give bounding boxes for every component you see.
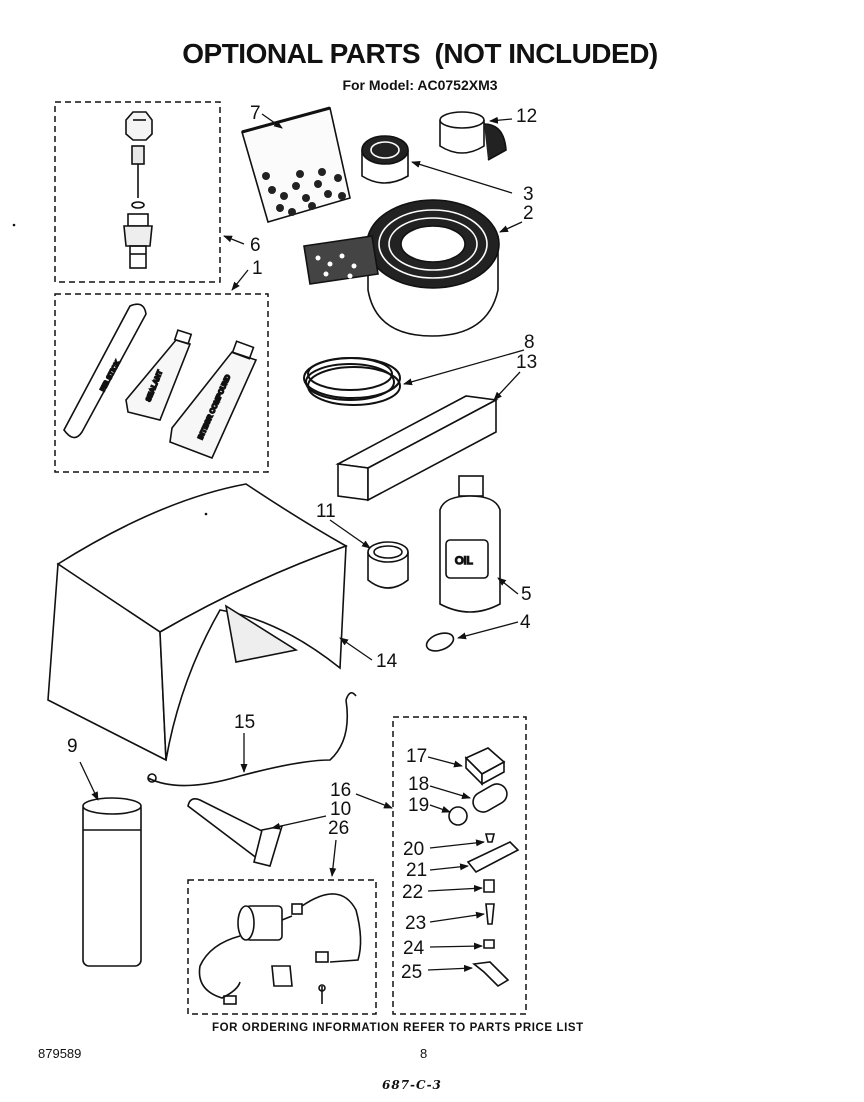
small-can-part xyxy=(367,541,409,589)
group-box-1 xyxy=(54,293,269,473)
callout-7: 7 xyxy=(250,103,261,124)
terminal-kit-parts xyxy=(448,747,520,988)
model-number: For Model: AC0752XM3 xyxy=(342,77,498,93)
callout-17: 17 xyxy=(406,746,427,767)
sealant-kit-part: FIB STICK SEALANT INTEGR COMPOUND xyxy=(63,303,258,460)
callout-4: 4 xyxy=(520,612,531,633)
group-box-26 xyxy=(187,879,377,1015)
callout-26: 26 xyxy=(328,818,349,839)
part-22 xyxy=(483,879,495,893)
oil-label: OIL xyxy=(455,555,473,567)
stray-dot xyxy=(204,512,208,516)
tape-roll-large-part xyxy=(303,199,500,337)
leader-arrows xyxy=(79,113,525,972)
callout-3: 3 xyxy=(523,184,534,205)
callout-numbers: 1 2 3 4 5 6 7 8 9 10 11 12 13 14 15 16 1… xyxy=(67,103,537,983)
callout-13: 13 xyxy=(516,352,537,373)
unit-cover-part xyxy=(47,483,348,762)
oil-bottle-part: OIL xyxy=(439,475,501,613)
callout-22: 22 xyxy=(402,882,423,903)
part-19 xyxy=(448,806,468,826)
callout-25: 25 xyxy=(401,962,422,983)
capacitor-kit-part xyxy=(198,893,362,1005)
part-23 xyxy=(485,903,495,925)
callout-14: 14 xyxy=(376,651,398,672)
group-box-16 xyxy=(392,716,527,1015)
page-title: OPTIONAL PARTS (NOT INCLUDED) xyxy=(182,38,658,69)
compound-tube xyxy=(169,351,258,460)
part-24 xyxy=(483,939,495,949)
callout-23: 23 xyxy=(405,913,426,934)
fib-stick xyxy=(63,303,147,439)
tube-10-part xyxy=(187,798,284,867)
stray-dot xyxy=(12,223,16,227)
callout-8: 8 xyxy=(524,332,535,353)
callout-2: 2 xyxy=(523,203,534,224)
part-21 xyxy=(466,841,520,874)
part-20 xyxy=(484,833,496,843)
callout-9: 9 xyxy=(67,736,78,757)
page-number: 8 xyxy=(420,1046,428,1061)
callout-20: 20 xyxy=(403,839,424,860)
callout-1: 1 xyxy=(252,258,263,279)
callout-16: 16 xyxy=(330,780,351,801)
ordering-note: FOR ORDERING INFORMATION REFER TO PARTS … xyxy=(212,1022,584,1034)
valve-fitting-part xyxy=(123,111,153,269)
spray-can-part xyxy=(82,797,142,967)
callout-11: 11 xyxy=(316,501,336,522)
coiled-tubing-part xyxy=(303,357,401,406)
callout-18: 18 xyxy=(408,774,429,795)
callout-6: 6 xyxy=(250,235,261,256)
group-box-6 xyxy=(54,101,221,283)
tape-roll-small-part xyxy=(439,111,507,161)
plug-part xyxy=(425,632,455,652)
cord-part xyxy=(147,692,357,787)
callout-12: 12 xyxy=(516,106,537,127)
callout-15: 15 xyxy=(234,712,255,733)
callout-19: 19 xyxy=(408,795,429,816)
part-18 xyxy=(472,783,508,813)
callout-21: 21 xyxy=(406,860,427,881)
callout-5: 5 xyxy=(521,584,532,605)
part-25 xyxy=(472,961,510,988)
callout-24: 24 xyxy=(403,938,425,959)
callout-10: 10 xyxy=(330,799,351,820)
document-number: 879589 xyxy=(38,1046,82,1061)
handwritten-note: 687-C-3 xyxy=(382,1078,442,1092)
foam-strip-part xyxy=(361,135,409,184)
foam-block-part xyxy=(335,395,499,502)
screw-bag-part xyxy=(241,106,351,223)
